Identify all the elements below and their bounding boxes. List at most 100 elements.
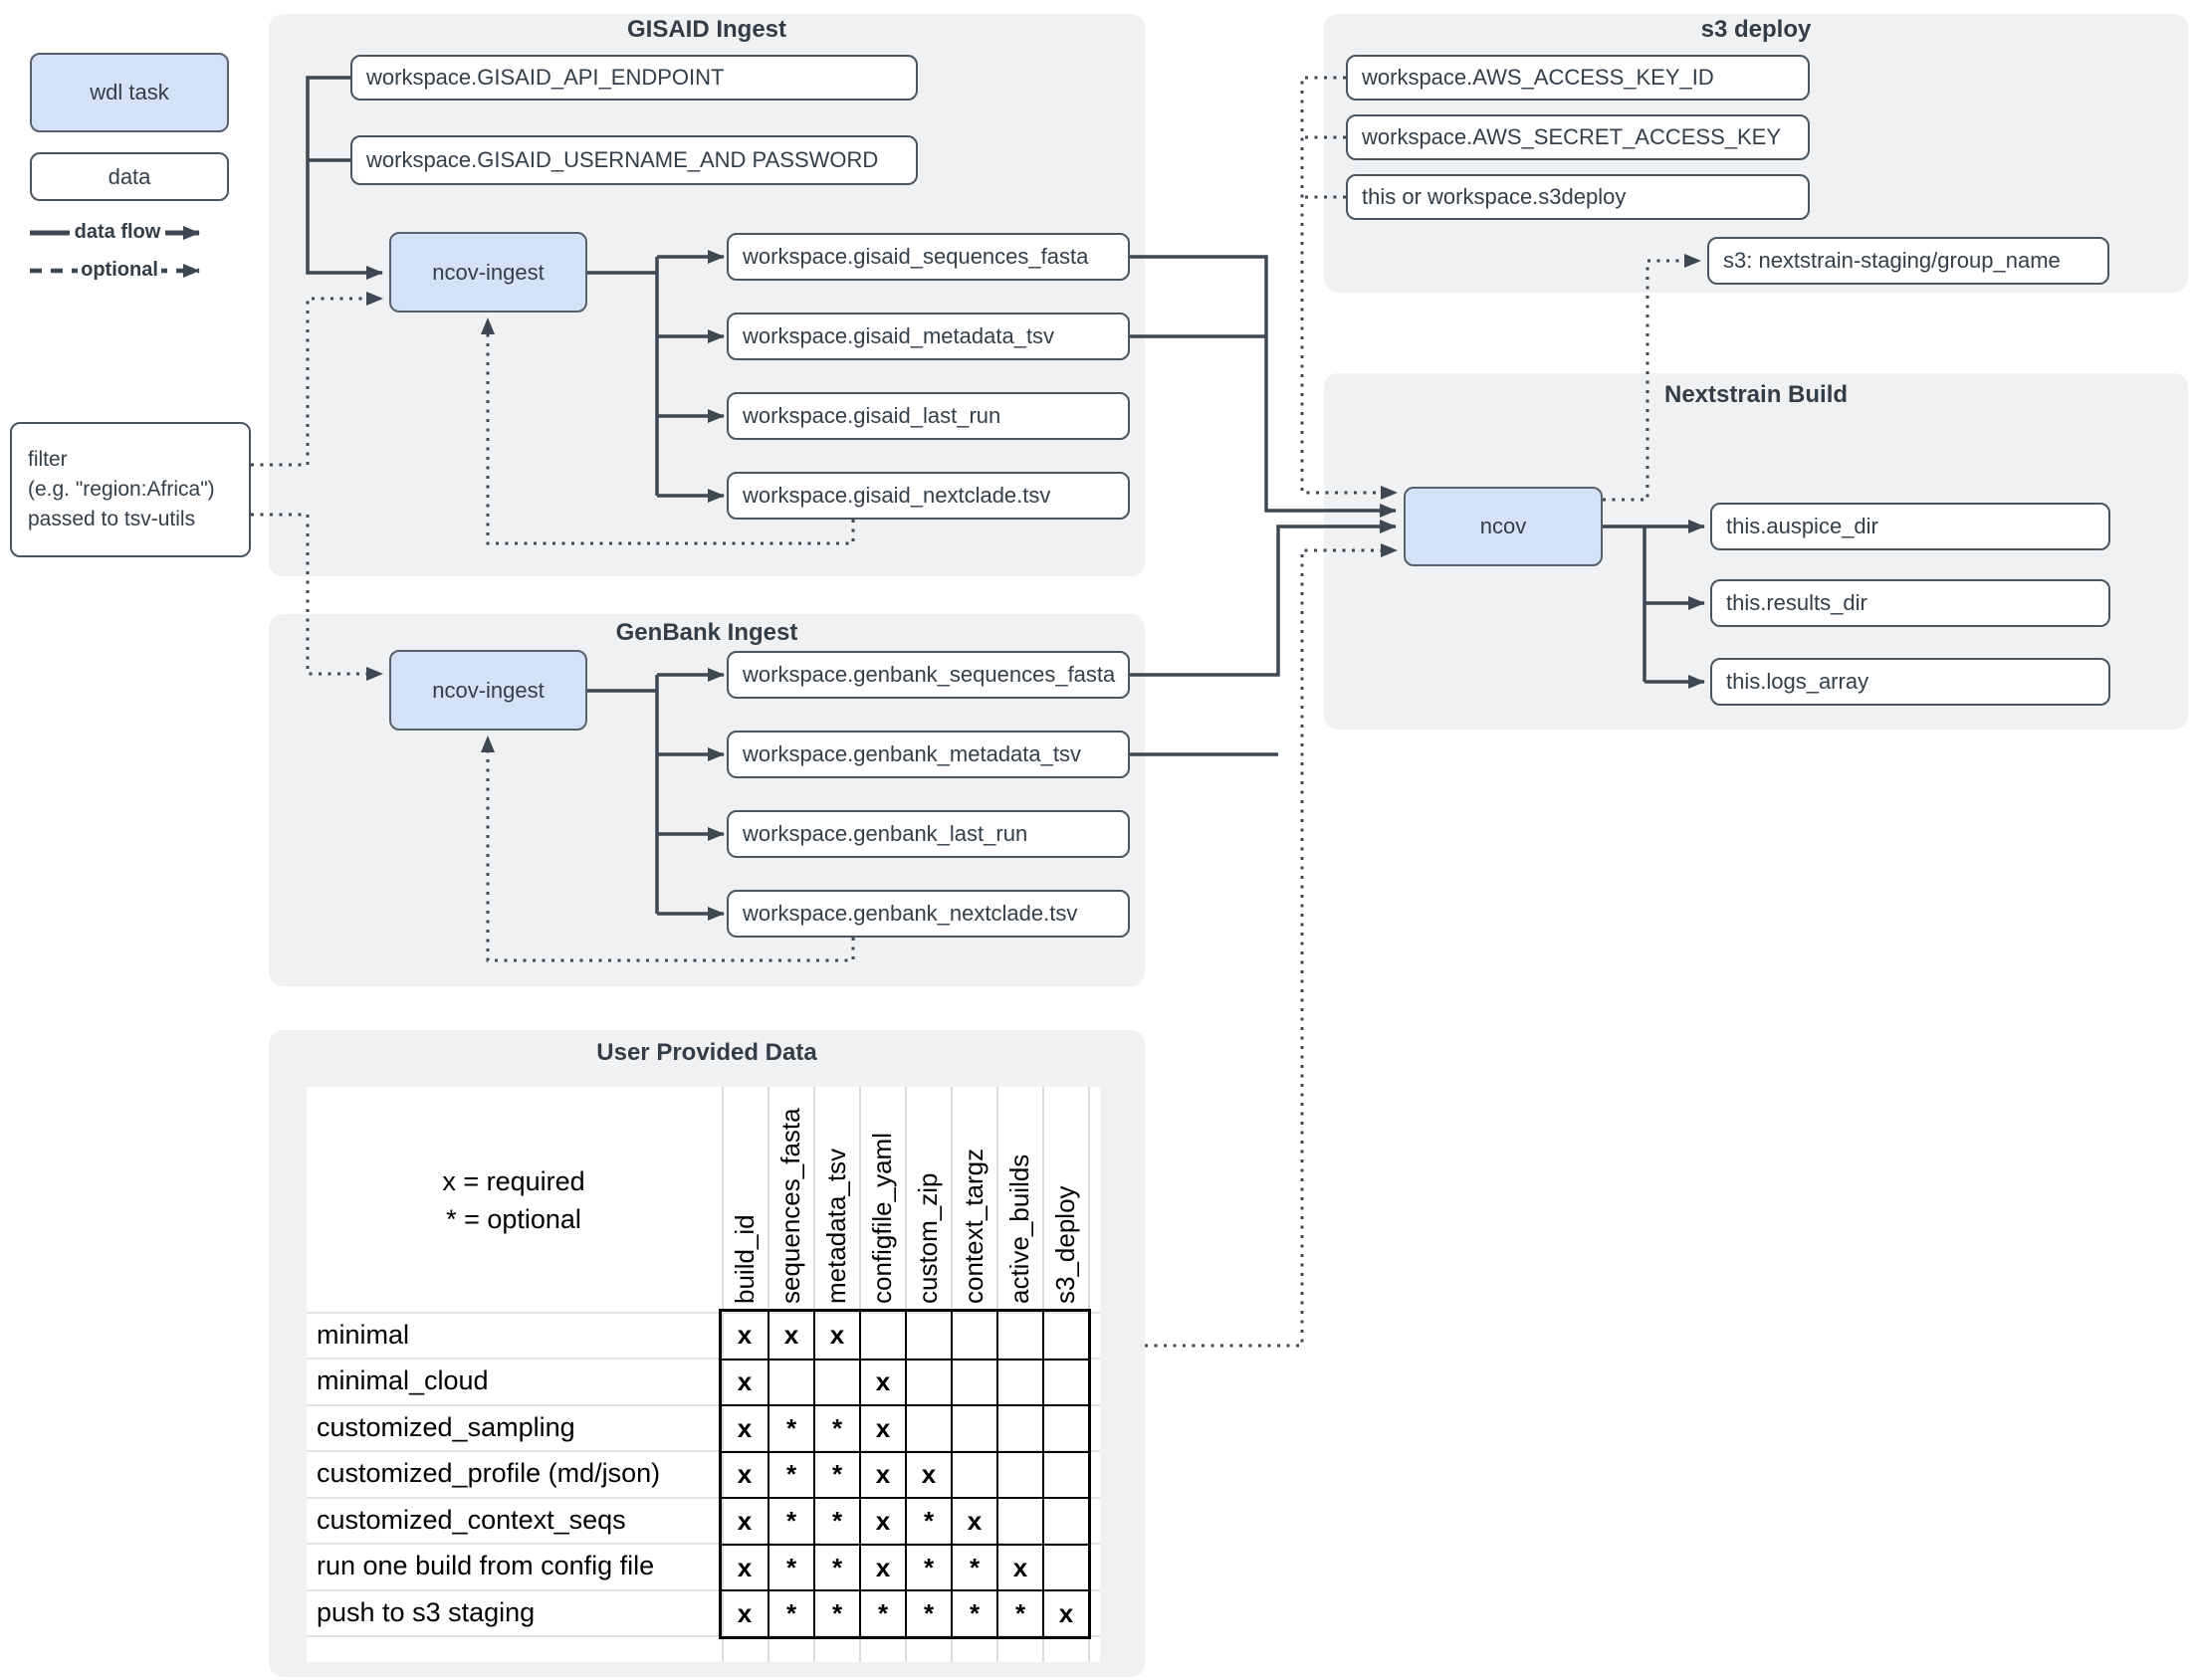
node-gisaid-metadata-tsv: workspace.gisaid_metadata_tsv xyxy=(727,313,1130,360)
col-header-custom-zip: custom_zip xyxy=(905,1090,951,1308)
node-gisaid-last-run: workspace.gisaid_last_run xyxy=(727,392,1130,440)
connector-ncov-to-s3-target xyxy=(1603,254,1701,502)
col-header-label: build_id xyxy=(730,1214,760,1304)
table-row-label: customized_profile (md/json) xyxy=(317,1458,661,1488)
table-row-separator xyxy=(307,1543,1100,1545)
task-ncov-ingest-gisaid: ncov-ingest xyxy=(389,232,587,313)
table-mark-cell: * xyxy=(996,1589,1042,1636)
table-row-label: minimal_cloud xyxy=(317,1365,489,1395)
table-mark-cell: x xyxy=(737,1319,753,1350)
legend-data-flow-label: data flow xyxy=(70,221,165,244)
table-mark-cell xyxy=(905,1404,951,1451)
connector-gisaid-task-stem xyxy=(587,257,659,496)
s3-deploy-title: s3 deploy xyxy=(1700,16,1812,43)
node-genbank-last-run: workspace.genbank_last_run xyxy=(727,810,1130,858)
table-mark-cell xyxy=(1042,1543,1088,1590)
table-mark-cell: * xyxy=(768,1404,813,1451)
node-results-dir: this.results_dir xyxy=(1710,579,2110,627)
col-header-label: context_targz xyxy=(959,1148,988,1304)
table-mark-cell: x xyxy=(859,1404,905,1451)
table-row-label: customized_sampling xyxy=(317,1411,575,1442)
table-mark-cell: * xyxy=(951,1589,996,1636)
table-row-separator xyxy=(307,1497,1100,1499)
table-mark-cell xyxy=(768,1358,813,1405)
connector-genbank-nextclade-feedback xyxy=(481,735,855,962)
connector-usertable-to-ncov xyxy=(1145,543,1398,1348)
table-mark-cell: * xyxy=(951,1543,996,1590)
table-mark-cell: * xyxy=(905,1589,951,1636)
connector-filter-to-genbank-task xyxy=(251,513,383,681)
table-mark-cell: x xyxy=(722,1589,768,1636)
col-header-active-builds: active_builds xyxy=(996,1090,1042,1308)
table-mark-cell xyxy=(951,1312,996,1359)
table-row-separator xyxy=(307,1312,1100,1314)
table-mark-cell xyxy=(905,1312,951,1359)
node-auspice-dir: this.auspice_dir xyxy=(1710,503,2110,550)
table-mark-cell: x xyxy=(722,1358,768,1405)
connector-filter-to-gisaid-task xyxy=(251,292,383,467)
table-row-separator xyxy=(307,1635,1100,1637)
table-mark-cell xyxy=(1042,1312,1088,1359)
table-mark-cell: * xyxy=(813,1450,859,1498)
node-aws-secret-access-key: workspace.AWS_SECRET_ACCESS_KEY xyxy=(1346,114,1810,160)
table-mark-cell: x xyxy=(859,1543,905,1590)
table-mark-cell: x xyxy=(768,1312,813,1359)
task-ncov: ncov xyxy=(1404,487,1603,566)
table-mark-cell: x xyxy=(859,1497,905,1544)
node-aws-access-key-id: workspace.AWS_ACCESS_KEY_ID xyxy=(1346,55,1810,101)
col-header-context-targz: context_targz xyxy=(951,1090,996,1308)
table-marks-grid: x x x x x x * * x x * * x x x * * x * x … xyxy=(719,1309,1091,1639)
node-genbank-metadata-tsv: workspace.genbank_metadata_tsv xyxy=(727,731,1130,778)
table-mark-cell: x xyxy=(859,1358,905,1405)
nextstrain-build-title: Nextstrain Build xyxy=(1663,381,1849,408)
node-gisaid-sequences-fasta: workspace.gisaid_sequences_fasta xyxy=(727,233,1130,281)
table-mark-cell: x xyxy=(996,1543,1042,1590)
table-mark-cell xyxy=(1042,1450,1088,1498)
connector-gisaid-nextclade-feedback xyxy=(481,317,855,545)
col-header-configfile-yaml: configfile_yaml xyxy=(859,1090,905,1308)
table-row-label: push to s3 staging xyxy=(317,1596,536,1627)
table-mark-cell: x xyxy=(722,1450,768,1498)
table-row-separator xyxy=(307,1404,1100,1406)
table-mark-cell: * xyxy=(813,1543,859,1590)
col-header-label: sequences_fasta xyxy=(775,1108,805,1304)
col-header-label: metadata_tsv xyxy=(821,1148,851,1304)
filter-note-line: passed to tsv-utils xyxy=(28,508,196,530)
user-data-table xyxy=(307,1087,1100,1662)
connector-genbank-seq-to-ncov xyxy=(1130,520,1397,677)
table-row-label: run one build from config file xyxy=(317,1551,655,1580)
table-mark-cell: x xyxy=(813,1312,859,1359)
table-mark-cell xyxy=(996,1497,1042,1544)
col-header-s3-deploy: s3_deploy xyxy=(1042,1090,1088,1308)
table-mark-cell xyxy=(905,1358,951,1405)
gisaid-ingest-title: GISAID Ingest xyxy=(626,16,787,43)
table-mark-cell: x xyxy=(722,1497,768,1544)
table-mark-cell: * xyxy=(905,1497,951,1544)
table-mark-cell: x xyxy=(859,1450,905,1498)
table-mark-cell xyxy=(996,1312,1042,1359)
node-gisaid-nextclade-tsv: workspace.gisaid_nextclade.tsv xyxy=(727,472,1130,520)
col-header-sequences-fasta: sequences_fasta xyxy=(768,1090,813,1308)
table-mark-cell: * xyxy=(768,1543,813,1590)
connector-gisaid-seq-to-ncov xyxy=(1130,255,1397,518)
legend-wdl-task-swatch: wdl task xyxy=(30,53,229,132)
filter-note: filter (e.g. "region:Africa") passed to … xyxy=(10,422,251,557)
col-header-metadata-tsv: metadata_tsv xyxy=(813,1090,859,1308)
col-header-build-id: build_id xyxy=(722,1090,768,1308)
connector-genbank-task-stem xyxy=(587,675,659,914)
table-key-required: x = required xyxy=(442,1166,585,1196)
user-provided-title: User Provided Data xyxy=(596,1039,817,1066)
table-mark-cell xyxy=(859,1312,905,1359)
table-mark-cell: x xyxy=(951,1497,996,1544)
table-mark-cell xyxy=(996,1450,1042,1498)
filter-note-line: (e.g. "region:Africa") xyxy=(28,478,215,501)
legend-data-swatch: data xyxy=(30,152,229,201)
col-header-label: active_builds xyxy=(1004,1154,1034,1304)
table-corner-key: x = required * = optional xyxy=(307,1162,721,1238)
table-mark-cell xyxy=(1042,1404,1088,1451)
node-gisaid-username-password: workspace.GISAID_USERNAME_AND PASSWORD xyxy=(350,135,918,185)
table-mark-cell xyxy=(1042,1497,1088,1544)
table-mark-cell xyxy=(996,1404,1042,1451)
node-gisaid-api-endpoint: workspace.GISAID_API_ENDPOINT xyxy=(350,55,918,101)
